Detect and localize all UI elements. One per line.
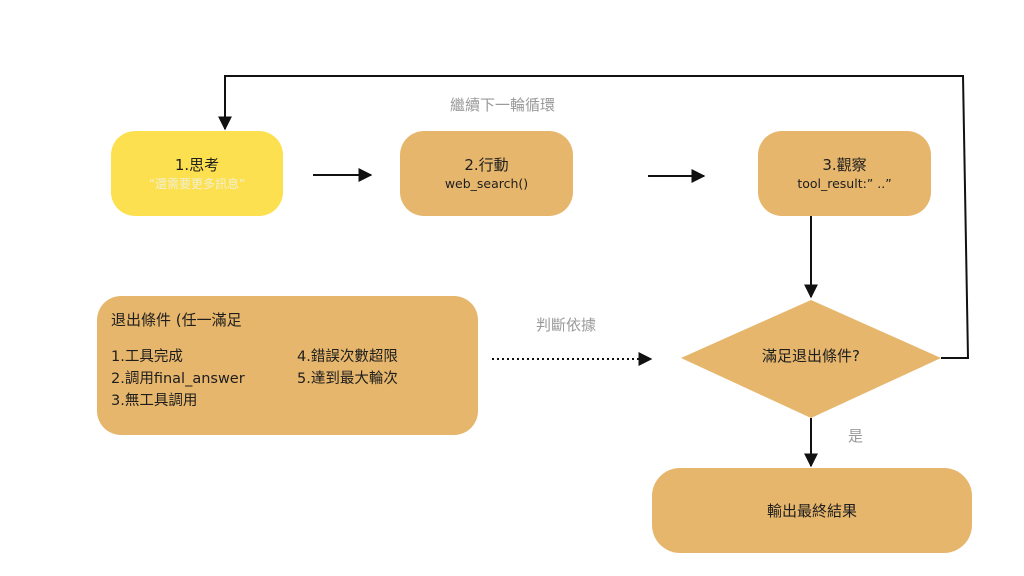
exit-condition-item: 3.無工具調用 [111,393,198,409]
exit-condition-item: 1.工具完成 [111,349,183,365]
think-node: 1.思考 “還需要更多訊息” [111,131,283,216]
observe-node: 3.觀察 tool_result:” ..” [758,131,931,216]
act-subtitle: web_search() [444,175,529,191]
decision-text: 滿足退出條件? [762,347,860,365]
observe-subtitle: tool_result:” ..” [797,175,892,191]
exit-condition-item: 4.錯誤次數超限 [297,349,398,365]
final-node: 輸出最終結果 [652,468,972,553]
act-title: 2.行動 [464,155,509,174]
basis-label: 判斷依據 [536,316,597,334]
decision-diamond [681,300,941,418]
think-subtitle: “還需要更多訊息” [148,176,246,191]
yes-label: 是 [848,427,864,445]
observe-title: 3.觀察 [822,155,867,174]
loop-label: 繼續下一輪循環 [450,96,556,114]
think-title: 1.思考 [174,155,220,174]
exit-condition-item: 2.調用final_answer [111,371,245,387]
exit-conditions-title: 退出條件 (任一滿足 [111,311,242,329]
act-node: 2.行動 web_search() [400,131,573,216]
arrow-loop-back [218,75,970,359]
final-title: 輸出最終結果 [766,501,857,520]
exit-condition-item: 5.達到最大輪次 [297,371,398,387]
exit-conditions-box: 退出條件 (任一滿足 1.工具完成 2.調用final_answer 3.無工具… [97,296,478,435]
